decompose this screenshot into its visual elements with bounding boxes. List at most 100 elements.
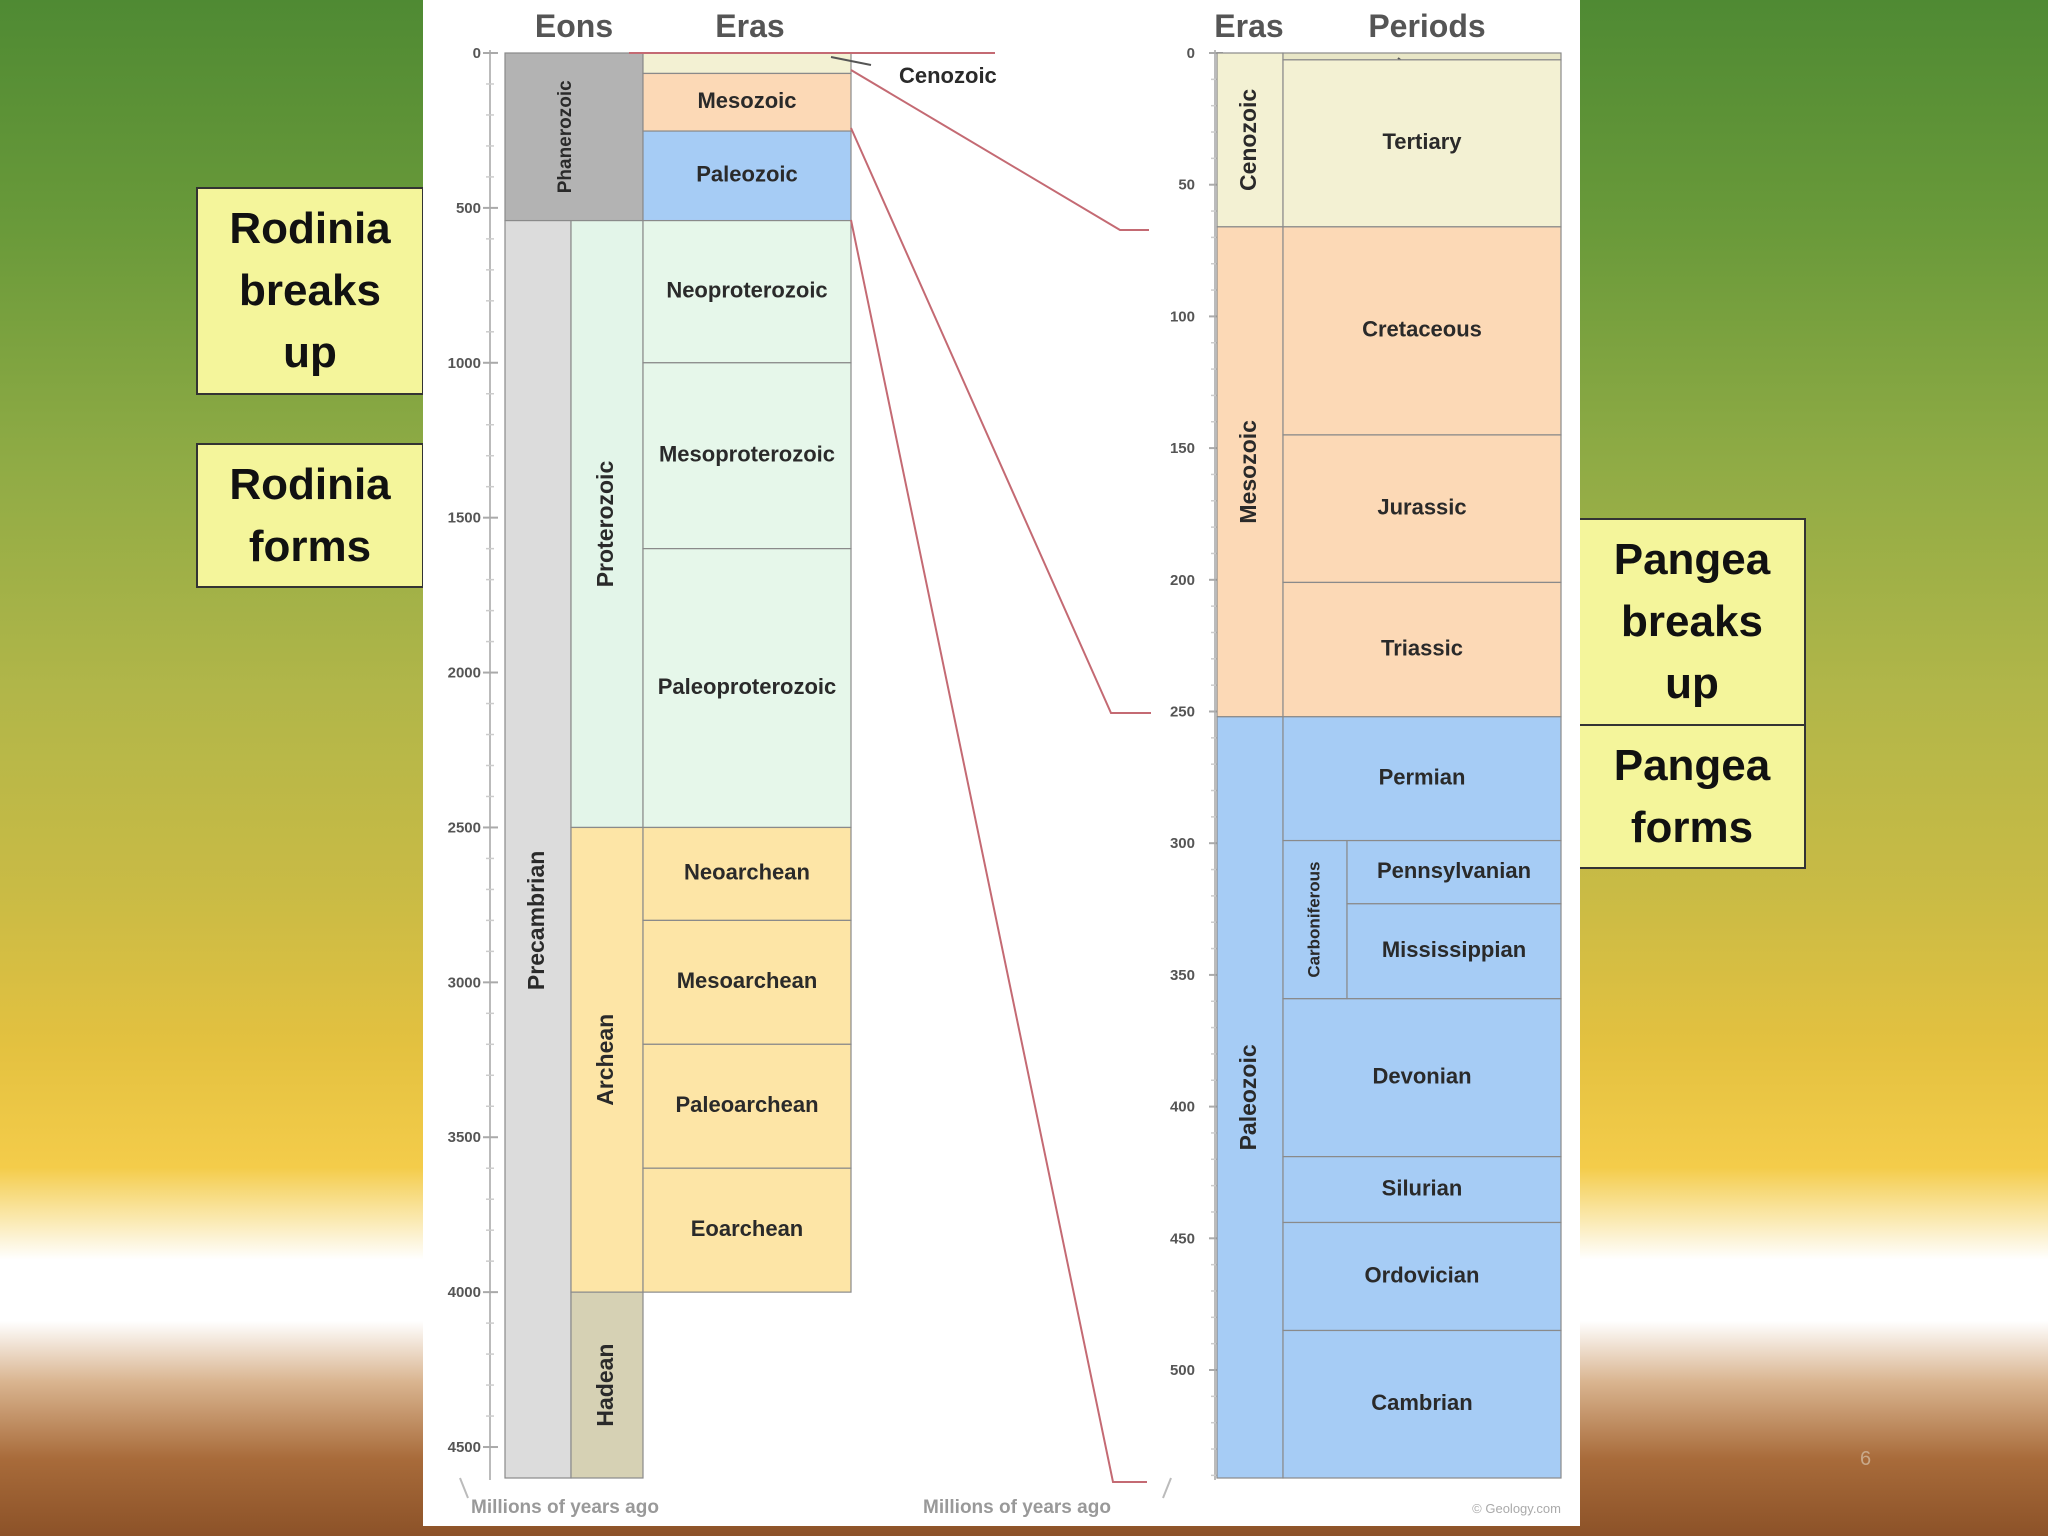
zoom-connectors [629,52,1151,1483]
right-era-cenozoic-band [1216,52,1284,228]
period-permian-band [1282,716,1562,842]
header-eons: Eons [535,8,613,44]
left-era-neoarchean-label: Neoarchean [684,860,810,885]
pangea-breaks-up-callout: Pangea breaks up [1578,518,1806,726]
geologic-time-scale-chart: Eons Eras Eras Periods 0 500 1000 1500 2000 2… [423,0,1580,1526]
left-tick-label: 2000 [448,665,481,682]
left-caption-tick [459,1477,469,1499]
eon-precambrian-band [504,219,572,1479]
period-cretaceous-band [1282,226,1562,436]
right-axis-caption: Millions of years ago [923,1497,1111,1518]
left-era-neoproterozoic-label: Neoproterozoic [666,278,827,303]
right-tick-label: 50 [1178,177,1195,194]
left-era-mesoarchean-label: Mesoarchean [677,968,818,993]
left-tick-label: 1500 [448,510,481,527]
left-era-eoarchean-label: Eoarchean [691,1216,804,1241]
left-era-mesoarchean-band [642,919,852,1045]
left-tick-label: 4000 [448,1284,481,1301]
header-periods: Periods [1368,8,1485,44]
eon-phanerozoic-label: Phanerozoic [555,80,576,193]
rodinia-forms-text: Rodinia forms [229,459,391,571]
period-triassic-label: Triassic [1381,635,1463,660]
period-devonian-label: Devonian [1372,1063,1471,1088]
subeon-archean-band [570,826,644,1293]
pangea-breaks-up-text: Pangea breaks up [1613,535,1771,708]
period-carboniferous-label: Carboniferous [1304,861,1323,977]
period-silurian-label: Silurian [1382,1175,1463,1200]
connector-cenozoic-end [850,69,1149,231]
left-axis-caption: Millions of years ago [471,1497,659,1518]
left-era-paleoarchean-band [642,1043,852,1169]
rodinia-breaks-up-text: Rodinia breaks up [229,204,391,377]
left-tick-label: 3000 [448,974,481,991]
cenozoic-callout-label: Cenozoic [899,63,997,88]
connector-mesozoic-end [850,127,1151,714]
right-bands: CenozoicMesozoicPaleozoicQuaternaryTerti… [1216,52,1562,1479]
header-eras-right: Eras [1214,8,1283,44]
left-tick-label: 3500 [448,1129,481,1146]
period-cretaceous-label: Cretaceous [1362,317,1482,342]
connector-paleozoic-end [850,219,1147,1483]
period-permian-label: Permian [1379,764,1466,789]
left-era-neoarchean-band [642,826,852,921]
left-era-mesoproterozoic-band [642,362,852,550]
left-era-eoarchean-band [642,1167,852,1293]
subeon-hadean-band [570,1291,644,1479]
left-era-mesozoic-band [642,72,852,132]
right-tick-label: 300 [1170,835,1195,852]
right-tick-label: 450 [1170,1230,1195,1247]
left-era-paleoproterozoic-label: Paleoproterozoic [658,674,836,699]
right-tick-label: 500 [1170,1362,1195,1379]
period-cambrian-label: Cambrian [1371,1390,1472,1415]
right-tick-label: 250 [1170,704,1195,721]
header-eras-left: Eras [715,8,784,44]
period-ordovician-label: Ordovician [1365,1262,1480,1287]
subeon-hadean-label: Hadean [592,1344,618,1427]
left-tick-label: 4500 [448,1439,481,1456]
left-tick-label: 1000 [448,355,481,372]
left-tick-label: 2500 [448,819,481,836]
eon-precambrian-label: Precambrian [523,851,549,990]
rodinia-breaks-up-callout: Rodinia breaks up [196,187,424,395]
left-era-paleoarchean-label: Paleoarchean [675,1092,818,1117]
subeon-proterozoic-band [570,219,644,829]
subeon-proterozoic-label: Proterozoic [592,461,618,588]
period-jurassic-band [1282,434,1562,584]
pangea-forms-callout: Pangea forms [1578,724,1806,869]
subeon-archean-label: Archean [592,1014,618,1106]
subperiod-pennsylvanian-band [1346,839,1562,905]
left-era-paleozoic-band [642,130,852,222]
right-tick-label: 0 [1187,45,1195,62]
right-era-mesozoic-label: Mesozoic [1235,420,1261,524]
subperiod-mississippian-label: Mississippian [1382,937,1526,962]
period-ordovician-band [1282,1221,1562,1332]
right-era-paleozoic-band [1216,716,1284,1479]
left-tick-label: 500 [456,200,481,217]
slide-number: 6 [1860,1448,1872,1470]
right-tick-label: 150 [1170,440,1195,457]
eon-phanerozoic-band [504,52,644,222]
right-era-mesozoic-band [1216,226,1284,718]
right-caption-tick [1162,1477,1172,1499]
period-jurassic-label: Jurassic [1377,494,1466,519]
period-silurian-band [1282,1156,1562,1224]
pangea-forms-text: Pangea forms [1613,740,1771,852]
right-tick-label: 100 [1170,308,1195,325]
connector-cenozoic-pointer [830,56,872,66]
subperiod-pennsylvanian-label: Pennsylvanian [1377,858,1531,883]
right-tick-label: 400 [1170,1099,1195,1116]
period-cambrian-band [1282,1329,1562,1479]
left-era-neoproterozoic-band [642,219,852,364]
left-era-paleoproterozoic-band [642,548,852,829]
left-era-mesozoic-label: Mesozoic [697,88,796,113]
period-tertiary-band [1282,59,1562,228]
period-tertiary-label: Tertiary [1382,129,1462,154]
rodinia-forms-callout: Rodinia forms [196,443,424,588]
period-quaternary-band [1282,52,1562,61]
left-era-cenozoic-band [642,52,852,75]
right-era-paleozoic-label: Paleozoic [1235,1044,1261,1150]
period-devonian-band [1282,998,1562,1158]
